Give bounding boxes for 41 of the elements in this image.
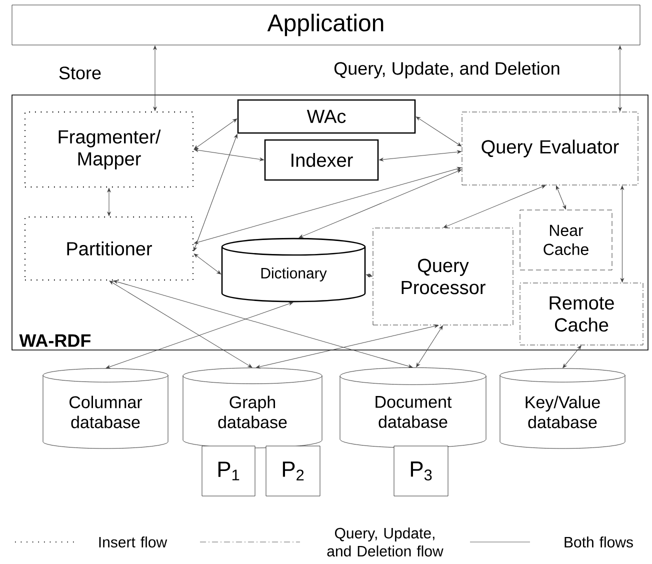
arrow — [562, 345, 582, 368]
application-box: Application — [12, 4, 640, 46]
partition-box: P$_{1}$ — [202, 446, 256, 496]
partition-box: P$_{2}$ — [266, 446, 320, 496]
arrow — [194, 118, 238, 150]
arrow — [194, 254, 222, 274]
database-cylinder: Key/Value database — [500, 368, 626, 449]
arrow — [256, 324, 439, 368]
cache-box: Remote Cache — [520, 282, 644, 346]
arrow — [107, 188, 111, 216]
arrow — [113, 280, 413, 368]
arrow — [379, 150, 462, 162]
partition-box: P$_{3}$ — [394, 446, 448, 496]
component-box: Indexer — [264, 139, 379, 181]
dictionary-cylinder: Dictionary — [221, 238, 366, 302]
legend-text: Both flows — [564, 536, 633, 548]
arrow — [443, 185, 546, 228]
legend-text: Query, Update, and Deletion flow — [327, 528, 444, 556]
component-box: Query Evaluator — [462, 112, 638, 186]
component-box: WAc — [237, 99, 416, 134]
component-box: Query Processor — [372, 228, 514, 326]
arrow — [620, 186, 624, 282]
arrow — [194, 148, 264, 162]
arrow — [109, 280, 252, 368]
arrow — [366, 274, 372, 278]
legend-text: Insert flow — [99, 536, 168, 548]
component-box: Fragmenter/ Mapper — [24, 111, 194, 188]
arrow — [416, 116, 462, 146]
arrow — [193, 134, 238, 252]
arrow — [618, 46, 622, 112]
edge-label: Store — [59, 66, 101, 80]
arrow — [153, 46, 157, 111]
arrow — [106, 302, 294, 368]
edge-label: Query, Update, and Deletion — [334, 62, 560, 78]
cache-box: Near Cache — [520, 210, 612, 270]
database-cylinder: Columnar database — [42, 368, 168, 449]
arrow — [298, 170, 462, 238]
component-box: Partitioner — [24, 216, 194, 281]
arrow — [416, 326, 443, 368]
arrow — [194, 167, 462, 244]
arrow — [556, 186, 566, 210]
